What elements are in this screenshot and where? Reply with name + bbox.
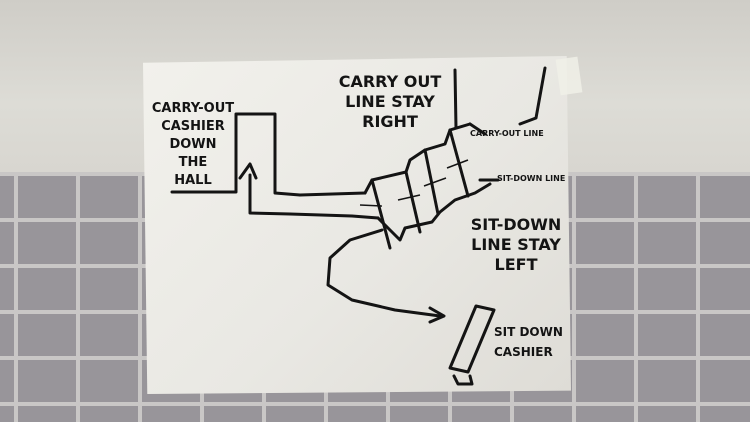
queue-upper-wall [298, 191, 367, 197]
label-line: Hall [174, 173, 212, 188]
queue-crosshatch-2 [397, 194, 421, 201]
arrow-to-sitdown-cashier [326, 228, 442, 318]
label-line: Sit-Down [470, 215, 562, 234]
queue-rib-2 [404, 170, 422, 234]
label-sitdown-line-stay-left: Sit-Down Line Stay Left [462, 215, 570, 275]
queue-crosshatch-3 [423, 177, 447, 187]
label-line: Right [362, 112, 418, 131]
carryout-line-wall-right [518, 66, 547, 126]
carryout-line-pointer [468, 122, 487, 136]
label-carryout-line-tag: Carry-Out Line [470, 129, 544, 138]
label-line: Cashier [494, 345, 553, 359]
label-sitdown-line-tag: Sit-Down Line [497, 174, 566, 183]
label-line: Cashier [161, 119, 225, 134]
sitdown-cashier-stand [452, 374, 474, 386]
label-line: Line Stay [471, 235, 561, 254]
queue-crosshatch-4 [446, 159, 469, 169]
sitdown-cashier-counter [448, 304, 496, 374]
label-line: Down [169, 137, 217, 152]
queue-rib-3 [423, 148, 440, 216]
label-sitdown-cashier: Sit Down Cashier [494, 322, 564, 362]
carryout-line-wall-left [453, 68, 458, 130]
carryout-cashier-box [170, 112, 302, 197]
label-line: Left [494, 255, 538, 274]
arrow-to-carryout-cashier [248, 173, 292, 216]
label-line: Carry Out [338, 72, 442, 91]
poster-paper [143, 56, 571, 394]
arrow-head-sitdown [428, 306, 446, 324]
queue-crosshatch-1 [359, 204, 383, 207]
queue-zigzag-upper [363, 122, 472, 195]
label-line: Carry-Out [151, 101, 235, 116]
label-line: Line Stay [345, 92, 435, 111]
label-carryout-cashier: Carry-Out Cashier Down The Hall [147, 100, 239, 190]
arrow-head-carryout [238, 162, 258, 180]
label-line: The [178, 155, 208, 170]
queue-lower-wall [288, 212, 380, 220]
label-carryout-line-stay-right: Carry Out Line Stay Right [335, 72, 445, 132]
queue-rib-1 [370, 178, 392, 250]
label-line: Sit Down [494, 325, 563, 339]
